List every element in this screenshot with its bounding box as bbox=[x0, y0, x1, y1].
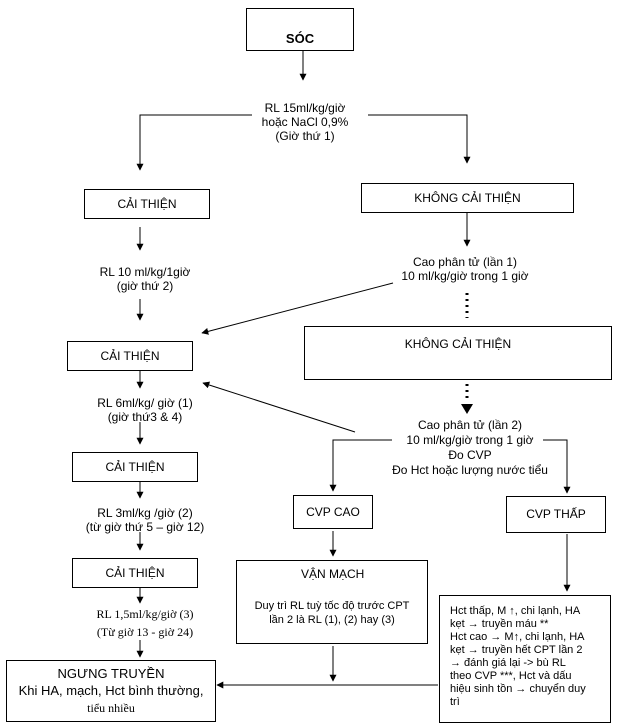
cvp-high-label: CVP CAO bbox=[306, 505, 360, 519]
improved-label-2: CẢI THIỆN bbox=[100, 349, 160, 363]
vasopressor-line1: Duy trì RL tuỳ tốc độ trước CPT bbox=[254, 600, 410, 612]
arrowhead-to-colloid-2 bbox=[461, 404, 473, 414]
low-cvp-detail-line7: hiệu sinh tồn → chuyển duy bbox=[450, 683, 586, 695]
initial-fluid-line3: (Giờ thứ 1) bbox=[275, 129, 335, 143]
improved-label-1: CẢI THIỆN bbox=[117, 197, 177, 211]
vasopressor-title: VẬN MẠCH bbox=[301, 567, 365, 581]
improved-label-3: CẢI THIỆN bbox=[105, 460, 165, 474]
vasopressor-line2: lần 2 là RL (1), (2) hay (3) bbox=[269, 614, 395, 626]
low-cvp-detail-box: Hct thấp, M ↑, chi lạnh, HA kẹt → truyền… bbox=[439, 595, 611, 723]
colloid-2-line4: Đo Hct hoặc lượng nước tiểu bbox=[392, 463, 548, 477]
arrow-initial-to-not-improved-1 bbox=[368, 114, 471, 164]
shock-label: SÓC bbox=[285, 31, 315, 46]
stop-box: NGƯNG TRUYỀN Khi HA, mạch, Hct bình thườ… bbox=[6, 660, 216, 722]
cvp-high-box: CVP CAO bbox=[293, 495, 373, 529]
improved-box-1: CẢI THIỆN bbox=[84, 189, 210, 219]
low-cvp-detail-line2: kẹt → truyền máu ** bbox=[450, 618, 549, 630]
colloid-1-line1: Cao phân tử (lần 1) bbox=[412, 255, 518, 269]
low-cvp-detail-line4: kẹt → truyền hết CPT lần 2 bbox=[450, 644, 583, 656]
low-cvp-detail-line5: → đánh giá lại -> bù RL bbox=[450, 657, 566, 669]
colloid-2-line1: Cao phân tử (lần 2) bbox=[417, 418, 523, 432]
initial-fluid-line1: RL 15ml/kg/giờ bbox=[264, 101, 346, 115]
improved-box-4: CẢI THIỆN bbox=[72, 558, 198, 588]
shock-box: SÓC bbox=[246, 8, 354, 51]
fluid-2-line2: (giờ thứ3 & 4) bbox=[107, 410, 183, 424]
fluid-1-line2: (giờ thứ 2) bbox=[116, 279, 174, 293]
fluid-4-line2: (Từ giờ 13 - giờ 24) bbox=[96, 625, 194, 639]
fluid-2-line1: RL 6ml/kg/ giờ (1) bbox=[97, 396, 193, 410]
fluid-1-line1: RL 10 ml/kg/1giờ bbox=[99, 265, 191, 279]
fluid-3-line1: RL 3ml/kg /giờ (2) bbox=[97, 506, 193, 520]
improved-box-3: CẢI THIỆN bbox=[72, 452, 198, 482]
colloid-2-line2: 10 ml/kg/giờ trong 1 giờ bbox=[406, 433, 534, 447]
vasopressor-box: VẬN MẠCH Duy trì RL tuỳ tốc độ trước CPT… bbox=[236, 560, 428, 644]
arrow-initial-to-improved-1 bbox=[136, 114, 252, 171]
improved-box-2: CẢI THIỆN bbox=[67, 341, 193, 371]
not-improved-label-1: KHÔNG CẢI THIỆN bbox=[414, 191, 521, 205]
not-improved-box-1: KHÔNG CẢI THIỆN bbox=[361, 183, 574, 213]
low-cvp-detail-line1: Hct thấp, M ↑, chi lạnh, HA bbox=[450, 605, 581, 617]
fluid-3-line2: (từ giờ thứ 5 – giờ 12) bbox=[85, 520, 205, 534]
stop-line1: Khi HA, mạch, Hct bình thường, bbox=[18, 683, 204, 698]
initial-fluid-line2: hoặc NaCl 0,9% bbox=[261, 115, 349, 129]
cvp-low-box: CVP THẤP bbox=[506, 496, 606, 533]
stop-title: NGƯNG TRUYỀN bbox=[57, 666, 165, 681]
arrow-colloid-2-to-cvp-high bbox=[329, 439, 392, 492]
not-improved-box-2: KHÔNG CẢI THIỆN bbox=[304, 326, 612, 380]
low-cvp-detail-line8: trì bbox=[450, 696, 460, 708]
improved-label-4: CẢI THIỆN bbox=[105, 566, 165, 580]
arrow-colloid-1-to-improved-2 bbox=[201, 282, 394, 335]
colloid-2-line3: Đo CVP bbox=[448, 448, 492, 462]
fluid-4-line1: RL 1,5ml/kg/giờ (3) bbox=[96, 607, 194, 621]
arrow-colloid-2-to-fluid-2 bbox=[202, 381, 356, 433]
cvp-low-label: CVP THẤP bbox=[526, 507, 586, 521]
low-cvp-detail-line6: theo CVP ***, Hct và dấu bbox=[450, 670, 572, 682]
low-cvp-detail-line3: Hct cao → M↑, chi lạnh, HA bbox=[450, 631, 585, 643]
stop-line2: tiểu nhiều bbox=[87, 701, 135, 715]
colloid-1-line2: 10 ml/kg/giờ trong 1 giờ bbox=[401, 269, 529, 283]
arrow-colloid-2-to-cvp-low bbox=[543, 439, 571, 494]
not-improved-label-2: KHÔNG CẢI THIỆN bbox=[404, 337, 512, 351]
